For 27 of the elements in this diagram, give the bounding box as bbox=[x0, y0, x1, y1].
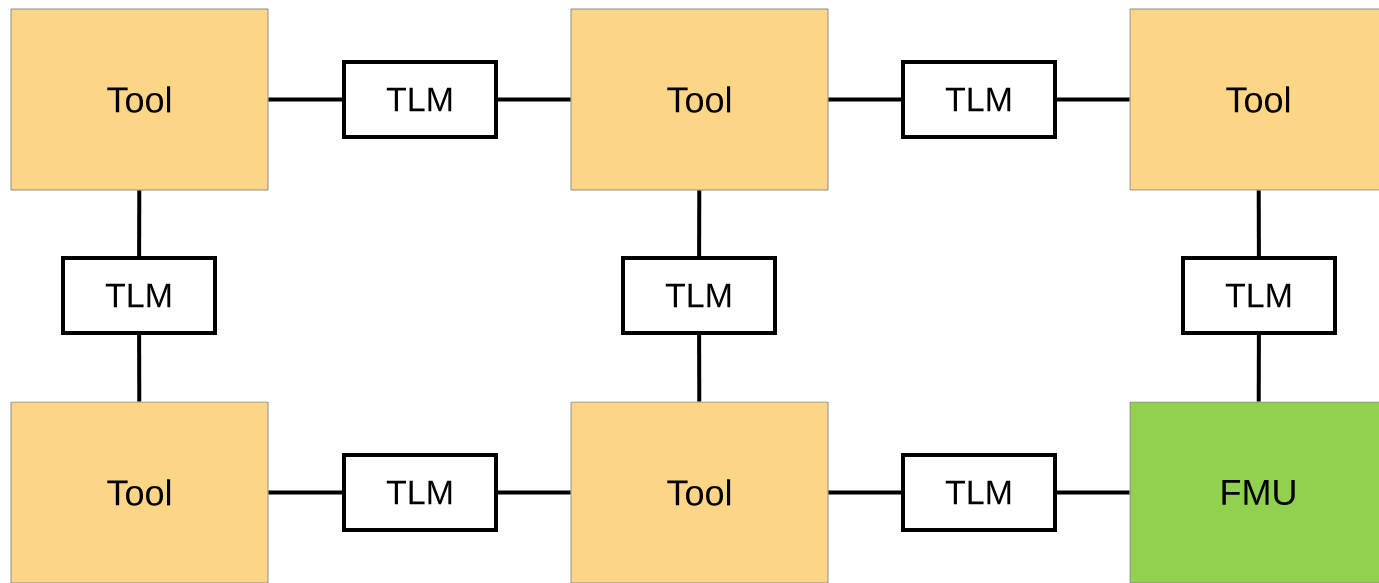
tool-box: Tool bbox=[10, 8, 269, 191]
tool-box: Tool bbox=[570, 8, 829, 191]
connector-line bbox=[697, 335, 702, 402]
tlm-box: TLM bbox=[61, 256, 217, 335]
connector-line bbox=[498, 97, 571, 102]
connector-line bbox=[697, 190, 702, 256]
connector-line bbox=[828, 490, 901, 495]
connector-line bbox=[828, 97, 901, 102]
connector-line bbox=[1057, 97, 1130, 102]
tool-box: Tool bbox=[10, 401, 269, 583]
connector-line bbox=[498, 490, 571, 495]
tlm-box: TLM bbox=[621, 256, 777, 335]
connector-line bbox=[1256, 335, 1261, 402]
tool-box: Tool bbox=[1129, 8, 1379, 191]
connector-line bbox=[137, 335, 142, 402]
tlm-box: TLM bbox=[342, 60, 498, 139]
tlm-box: TLM bbox=[901, 60, 1057, 139]
connector-line bbox=[268, 97, 342, 102]
connector-line bbox=[268, 490, 342, 495]
tlm-box: TLM bbox=[901, 453, 1057, 532]
tlm-box: TLM bbox=[342, 453, 498, 532]
fmu-box: FMU bbox=[1129, 401, 1379, 583]
tool-box: Tool bbox=[570, 401, 829, 583]
connector-line bbox=[137, 190, 142, 256]
tlm-box: TLM bbox=[1181, 256, 1337, 335]
connector-line bbox=[1256, 190, 1261, 256]
connector-line bbox=[1057, 490, 1130, 495]
